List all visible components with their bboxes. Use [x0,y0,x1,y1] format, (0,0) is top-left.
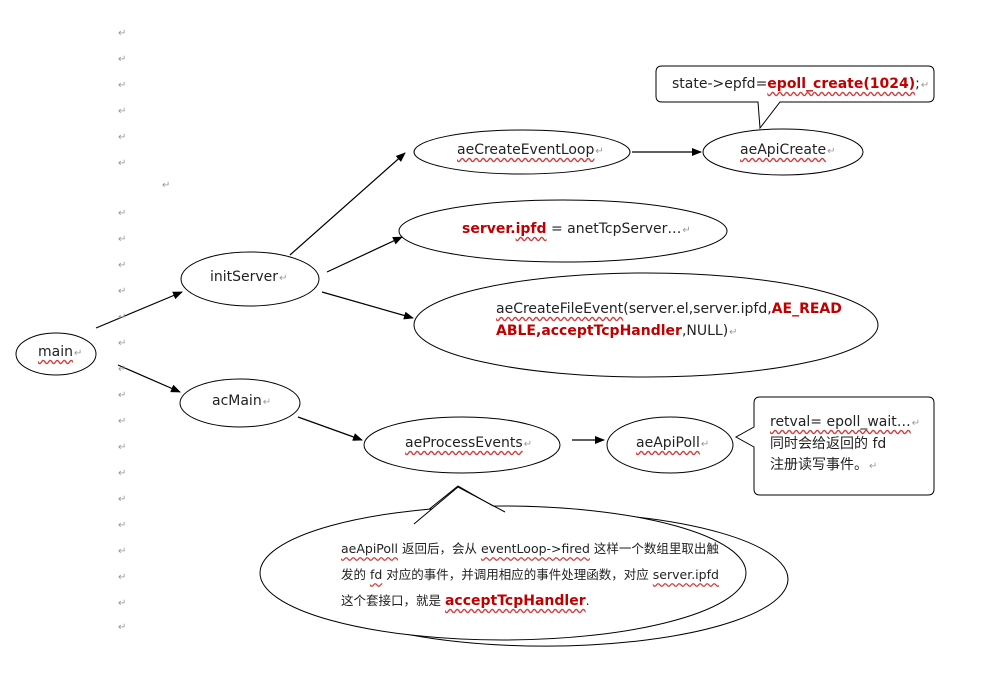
bottom-callout-text: aeApiPoll 返回后，会从 eventLoop->fired 这样一个数组… [341,541,719,609]
arrow-initserver-to-ipfd [326,236,403,273]
file-event-node-label: aeCreateFileEvent(server.el,server.ipfd,… [496,301,842,340]
api-create-node-label: aeApiCreate↵ [740,142,836,158]
paragraph-mark: ↵ [118,494,127,505]
bottom-callout-body [259,505,747,641]
paragraph-mark: ↵ [118,234,127,245]
paragraph-mark: ↵ [118,598,127,609]
paragraph-mark: ↵ [118,286,127,297]
epoll-create-callout-text: state->epfd=epoll_create(1024);↵ [672,76,930,92]
paragraph-mark: ↵ [118,520,127,531]
main-node-shape [15,332,97,376]
paragraph-mark: ↵ [118,208,127,219]
bottom-callout-pointer [413,486,506,525]
epoll-wait-callout-text: retval= epoll_wait…↵ 同时会给返回的 fd 注册读写事件。↵ [770,414,921,474]
api-poll-node-label: aeApiPoll↵ [636,435,710,451]
paragraph-mark: ↵ [118,468,127,479]
ipfd-node-label: server.ipfd = anetTcpServer…↵ [462,221,691,237]
paragraph-mark: ↵ [118,54,127,65]
arrow-aemain-to-processevents [297,416,363,441]
init-server-node-shape [180,251,320,307]
paragraph-mark: ↵ [118,132,127,143]
paragraph-mark: ↵ [118,260,127,271]
paragraph-mark: ↵ [118,546,127,557]
arrow-initserver-to-createeventloop [289,152,406,256]
ae-main-node-shape [179,378,301,428]
paragraph-mark: ↵ [118,106,127,117]
paragraph-mark: ↵ [118,80,127,91]
paragraph-mark: ↵ [118,390,127,401]
paragraph-mark: ↵ [118,28,127,39]
create-event-loop-node-shape [413,129,631,175]
bottom-callout-pointer-fill [414,487,503,524]
paragraph-mark: ↵ [162,180,171,191]
arrow-main-to-initserver [95,291,183,329]
epoll-wait-callout-shape [734,396,935,496]
file-event-node-shape [413,272,879,378]
paragraph-mark: ↵ [118,572,127,583]
paragraph-mark: ↵ [118,312,127,323]
ipfd-node-shape [398,199,728,263]
init-server-node-label: initServer↵ [210,269,288,285]
api-poll-node-shape [606,416,734,474]
paragraph-mark: ↵ [118,416,127,427]
main-node-label: main↵ [38,344,83,360]
paragraph-mark: ↵ [118,338,127,349]
process-events-node-label: aeProcessEvents↵ [405,435,533,451]
paragraph-mark: ↵ [118,622,127,633]
arrow-main-to-aemain [117,364,181,393]
paragraph-mark: ↵ [118,364,127,375]
ae-main-node-label: acMain↵ [212,393,272,409]
paragraph-mark: ↵ [118,442,127,453]
create-event-loop-node-label: aeCreateEventLoop↵ [457,142,604,158]
api-create-node-shape [702,128,864,176]
process-events-node-shape [363,416,561,474]
epoll-create-callout-shape [655,65,935,130]
arrow-initserver-to-fileevent [321,291,414,320]
paragraph-mark: ↵ [118,158,127,169]
